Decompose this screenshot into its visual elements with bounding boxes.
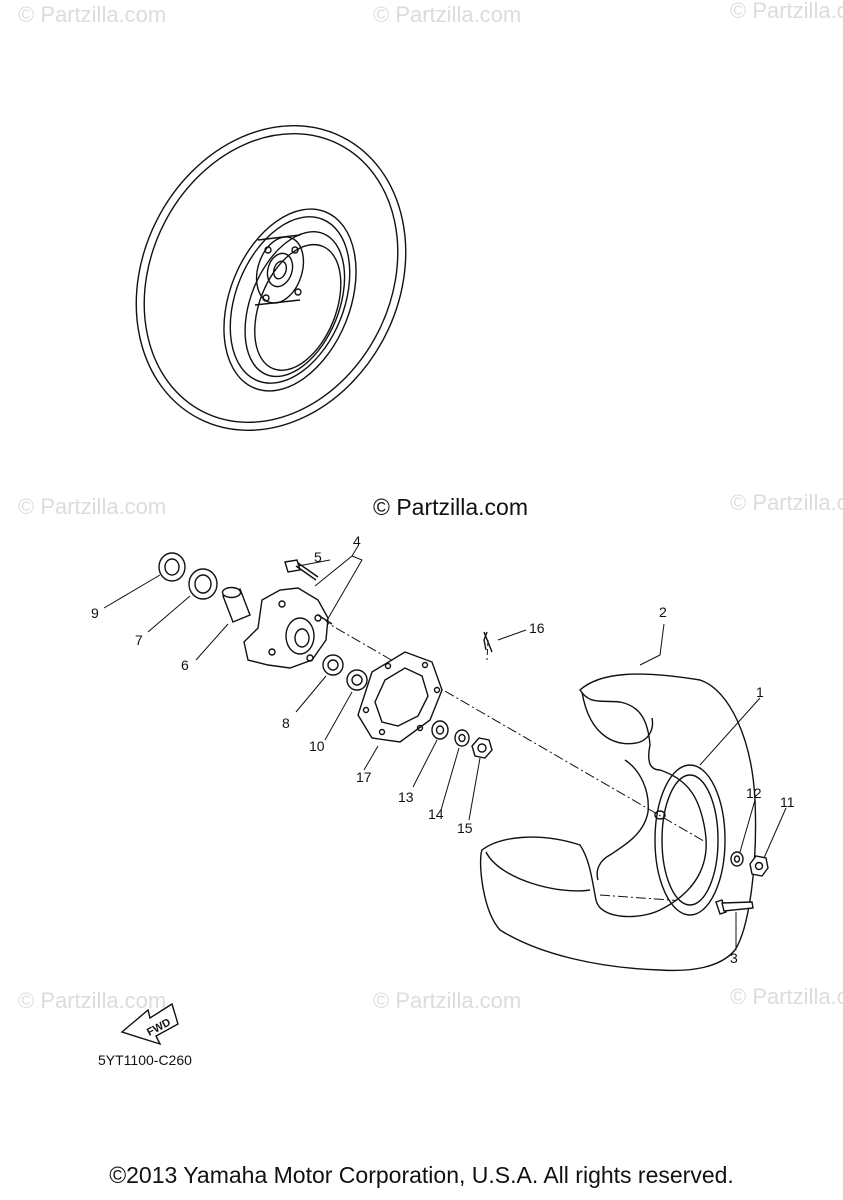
callout-3: 3 [730, 950, 738, 966]
part-8-bearing [322, 654, 344, 676]
callout-15: 15 [457, 820, 473, 836]
callout-12: 12 [746, 785, 762, 801]
fwd-arrow-icon: FWD [120, 1002, 179, 1046]
callout-1: 1 [756, 684, 764, 700]
watermark: © Partzilla.com [373, 2, 522, 27]
leader-lines [103, 545, 787, 950]
callout-7: 7 [135, 632, 143, 648]
callout-11: 11 [780, 794, 795, 810]
callout-17: 17 [356, 769, 372, 785]
watermark: © Partzilla.com [730, 490, 843, 515]
part-14-washer [454, 729, 470, 747]
part-4-hub [243, 587, 333, 669]
copyright-notice: ©2013 Yamaha Motor Corporation, U.S.A. A… [109, 1162, 734, 1188]
assembled-wheel-illustration [135, 124, 407, 432]
callout-14: 14 [428, 806, 444, 822]
callout-2: 2 [659, 604, 667, 620]
part-1-rim [596, 759, 726, 916]
watermark: © Partzilla.com [18, 988, 167, 1013]
part-17-brake-disc [357, 651, 443, 743]
callout-8: 8 [282, 715, 290, 731]
callout-4: 4 [353, 533, 361, 549]
part-15-nut [471, 737, 493, 759]
callout-9: 9 [91, 605, 99, 621]
part-9-bearing [158, 552, 186, 582]
part-10-seal [346, 669, 368, 691]
part-7-bearing [188, 568, 218, 600]
watermark: © Partzilla.com [730, 984, 843, 1009]
center-watermark: © Partzilla.com [373, 494, 528, 520]
watermark: © Partzilla.com [373, 988, 522, 1013]
part-6-spacer [221, 586, 251, 623]
part-12-washer [730, 851, 744, 867]
part-2-tire [479, 673, 757, 972]
watermark: © Partzilla.com [18, 2, 167, 27]
diagram-code: 5YT1100-C260 [98, 1052, 192, 1068]
part-3-valve [715, 899, 754, 915]
callout-6: 6 [181, 657, 189, 673]
callout-5: 5 [314, 549, 322, 565]
callout-16: 16 [529, 620, 545, 636]
callout-10: 10 [309, 738, 325, 754]
part-13-collar [431, 720, 449, 740]
part-16-cotter-pin [483, 631, 493, 653]
watermark: © Partzilla.com [18, 494, 167, 519]
callout-13: 13 [398, 789, 414, 805]
part-11-nut [749, 855, 769, 877]
watermark: © Partzilla.com [730, 0, 843, 23]
